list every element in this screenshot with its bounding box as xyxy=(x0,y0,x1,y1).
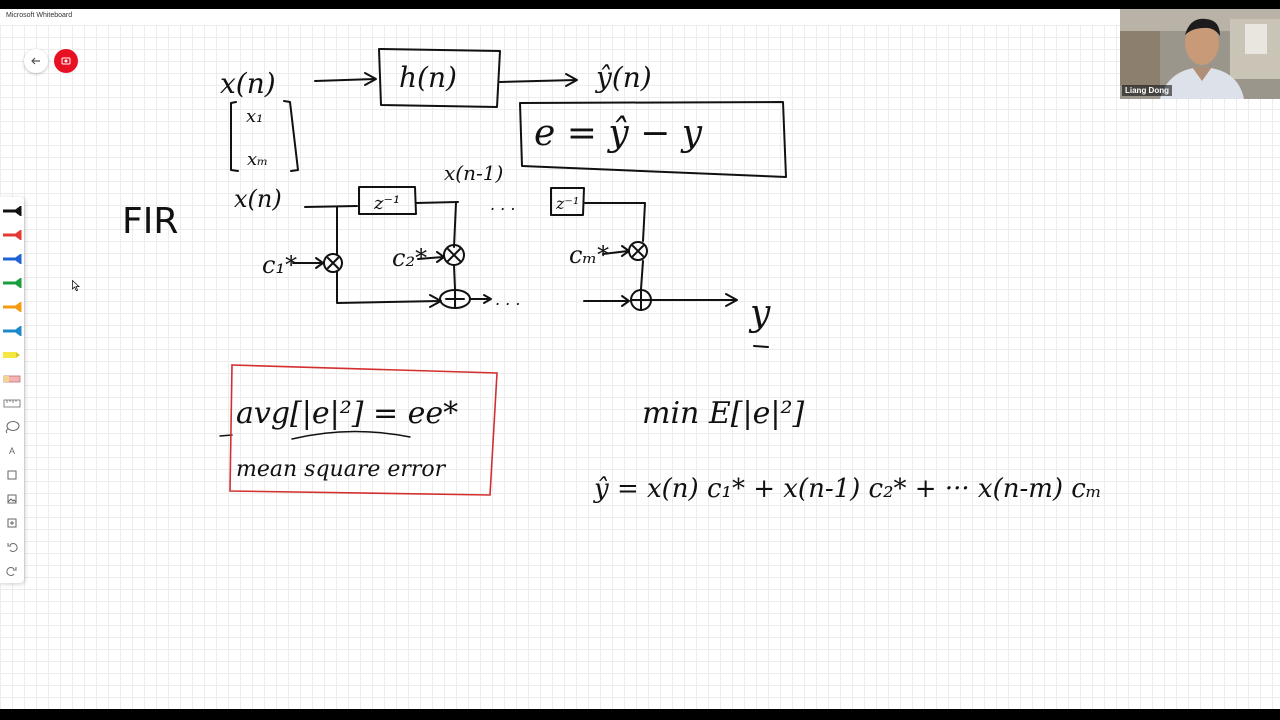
title-bar: Microsoft Whiteboard xyxy=(0,9,1280,26)
video-feed: Liang Dong xyxy=(1120,9,1280,99)
pen-icon xyxy=(3,230,22,240)
min-label: min E[|e|²] xyxy=(642,396,804,431)
pen-orange-tool[interactable] xyxy=(0,297,24,317)
ink-layer: x(n) h(n) ŷ(n) x₁ xₘ e = ŷ − y FIR x(n) … xyxy=(122,48,1102,504)
pen-icon xyxy=(3,326,22,336)
vector-bottom-label: xₘ xyxy=(247,149,268,170)
output-arrow xyxy=(499,73,578,87)
delayed-input-label: x(n-1) xyxy=(444,161,503,185)
insert-tool[interactable] xyxy=(0,513,24,533)
redo-icon xyxy=(6,567,17,576)
pen-icon xyxy=(3,302,22,312)
input-arrow xyxy=(314,72,377,86)
dots-bottom: . . . xyxy=(495,290,520,309)
ruler-icon xyxy=(3,399,21,408)
pen-black-tool[interactable] xyxy=(0,201,24,221)
pen-icon xyxy=(3,206,22,216)
delay-box-1 xyxy=(358,186,417,215)
eraser-icon xyxy=(3,375,21,383)
ruler-tool[interactable] xyxy=(0,393,24,413)
plus-icon xyxy=(7,518,17,528)
delay-2-label: z⁻¹ xyxy=(555,194,579,213)
output-label: ŷ(n) xyxy=(594,61,652,94)
estimate-equation: ŷ = x(n) c₁* + x(n-1) c₂* + ··· x(n-m) c… xyxy=(593,474,1102,504)
undo-icon xyxy=(7,543,18,552)
vector-bracket-left xyxy=(230,101,239,172)
note-icon xyxy=(7,470,17,480)
highlighter-tool[interactable] xyxy=(0,345,24,365)
dots-top: . . . xyxy=(490,195,515,214)
pen-icon xyxy=(3,278,22,288)
input-line xyxy=(304,205,358,208)
coef-m-label: cₘ* xyxy=(569,241,609,269)
avg-label: avg[|e|²] = ee* xyxy=(236,396,458,431)
pen-teal-tool[interactable] xyxy=(0,321,24,341)
output-line xyxy=(651,293,738,307)
redo-button[interactable] xyxy=(0,561,24,581)
pen-red-tool[interactable] xyxy=(0,225,24,245)
ink-toolbar: A xyxy=(0,197,24,583)
image-icon xyxy=(7,494,17,504)
text-tool-label: A xyxy=(8,446,15,456)
whiteboard-canvas[interactable]: A xyxy=(0,25,1280,709)
error-equation: e = ŷ − y xyxy=(534,113,703,154)
fir-input-label: x(n) xyxy=(234,185,282,213)
arrow-left-icon xyxy=(31,57,40,65)
sum-line xyxy=(336,271,442,308)
record-icon xyxy=(61,57,71,65)
tap-line-m xyxy=(584,202,646,242)
video-image xyxy=(1120,9,1280,99)
lasso-tool[interactable] xyxy=(0,417,24,437)
mouse-cursor xyxy=(72,280,80,292)
eraser-tool[interactable] xyxy=(0,369,24,389)
input-label: x(n) xyxy=(220,67,276,100)
coef-1-label: c₁* xyxy=(262,251,297,279)
delay-box-2 xyxy=(550,187,585,216)
image-tool[interactable] xyxy=(0,489,24,509)
tap-line-2 xyxy=(453,202,457,248)
filter-box xyxy=(378,48,501,108)
text-tool[interactable]: A xyxy=(0,441,24,461)
mse-label: mean square error xyxy=(236,457,447,482)
filter-label: h(n) xyxy=(399,61,457,94)
back-button[interactable] xyxy=(24,49,48,73)
vector-bracket-right xyxy=(283,100,299,172)
record-button[interactable] xyxy=(54,49,78,73)
delay-1-label: z⁻¹ xyxy=(373,193,400,214)
fir-label: FIR xyxy=(122,201,178,242)
pen-green-tool[interactable] xyxy=(0,273,24,293)
window-title: Microsoft Whiteboard xyxy=(6,12,73,19)
fir-output-label: y xyxy=(748,293,771,334)
delay-line xyxy=(415,201,459,204)
mse-box xyxy=(229,364,498,496)
coef-2-label: c₂* xyxy=(392,244,427,272)
undo-button[interactable] xyxy=(0,537,24,557)
vector-top-label: x₁ xyxy=(246,106,263,127)
pen-icon xyxy=(3,254,22,264)
participant-name: Liang Dong xyxy=(1122,85,1172,96)
lasso-icon xyxy=(5,421,20,434)
pen-blue-tool[interactable] xyxy=(0,249,24,269)
note-tool[interactable] xyxy=(0,465,24,485)
error-box xyxy=(519,101,787,178)
highlighter-icon xyxy=(3,352,20,358)
